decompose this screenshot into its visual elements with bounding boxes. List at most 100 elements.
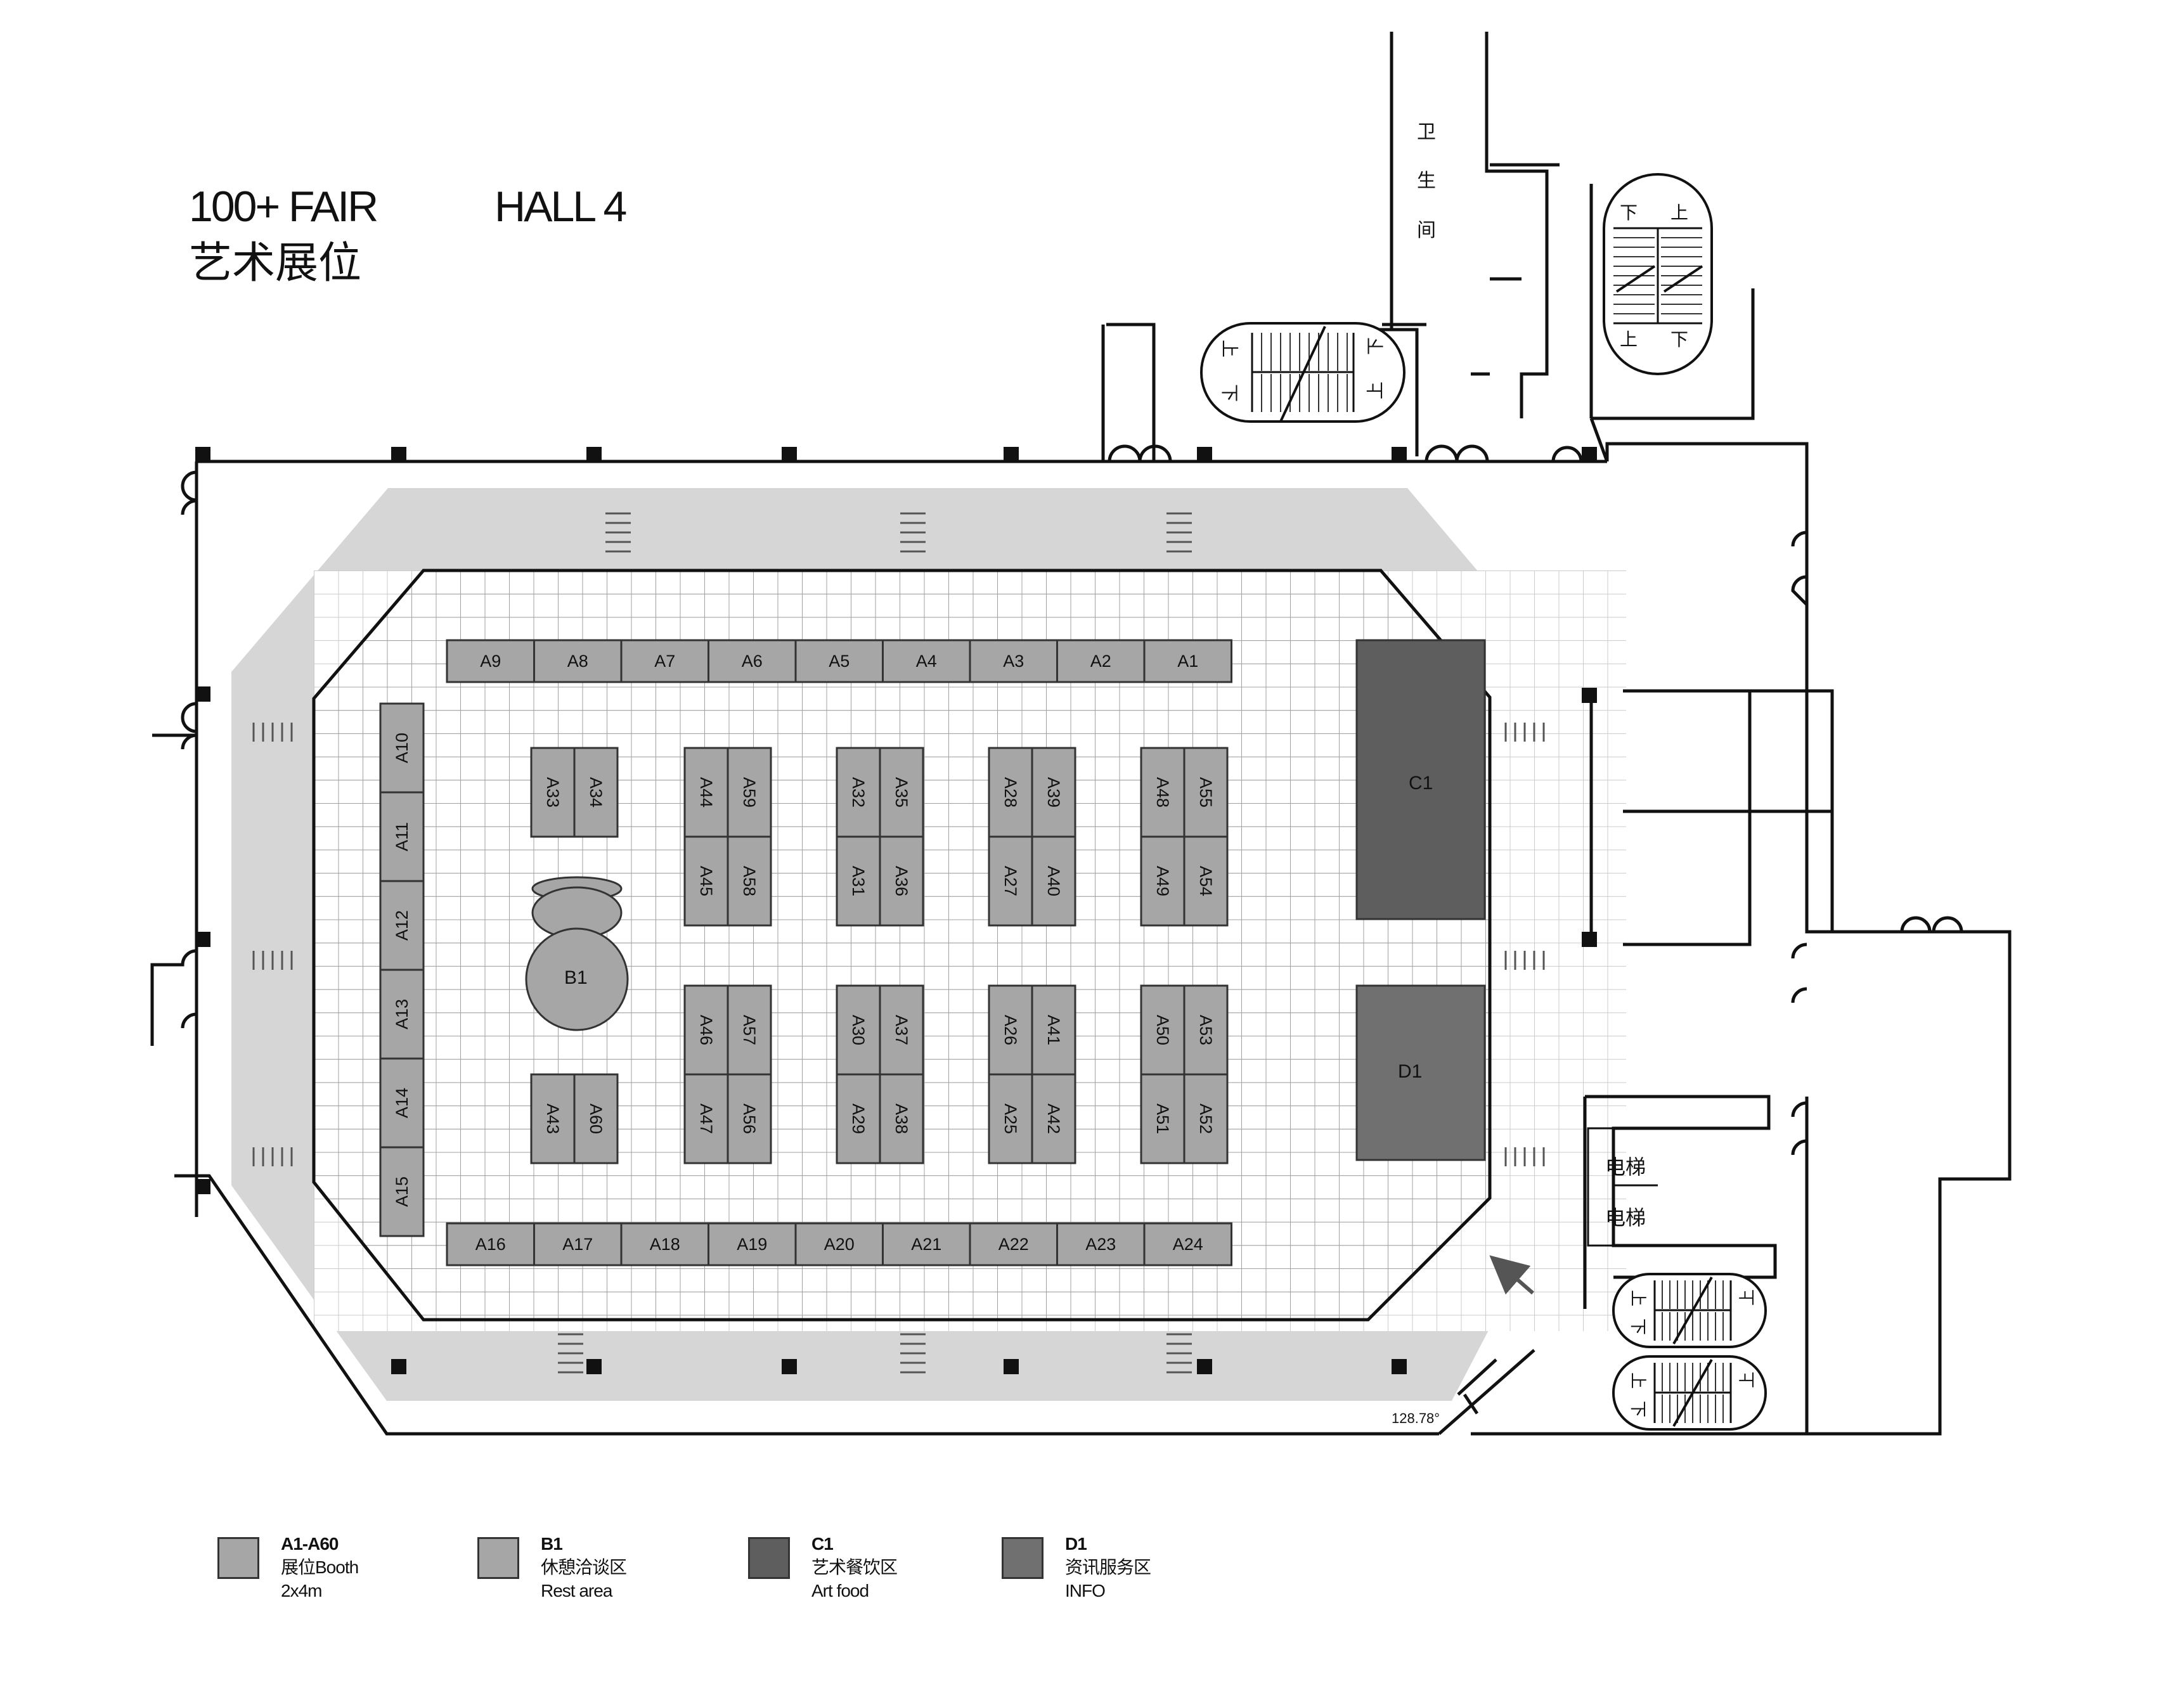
booth-label: A56 xyxy=(740,1104,759,1134)
stair-up-label: 上 xyxy=(1670,203,1688,222)
booth-label: A21 xyxy=(911,1235,941,1254)
booth-a34[interactable]: A34 xyxy=(573,747,619,838)
booth-a55[interactable]: A55 xyxy=(1183,747,1229,838)
booth-label: A2 xyxy=(1090,652,1111,671)
booth-a49[interactable]: A49 xyxy=(1140,835,1186,927)
booth-label: A60 xyxy=(586,1104,605,1134)
booth-a21[interactable]: A21 xyxy=(882,1222,971,1266)
booth-a38[interactable]: A38 xyxy=(879,1073,924,1164)
booth-a41[interactable]: A41 xyxy=(1031,984,1076,1076)
booth-a28[interactable]: A28 xyxy=(988,747,1033,838)
booth-a17[interactable]: A17 xyxy=(533,1222,623,1266)
booth-a31[interactable]: A31 xyxy=(836,835,881,927)
booth-a32[interactable]: A32 xyxy=(836,747,881,838)
booth-label: A6 xyxy=(742,652,763,671)
booth-label: A26 xyxy=(1001,1015,1020,1045)
booth-a24[interactable]: A24 xyxy=(1143,1222,1232,1266)
booth-a7[interactable]: A7 xyxy=(620,639,709,683)
booth-a53[interactable]: A53 xyxy=(1183,984,1229,1076)
booth-a13[interactable]: A13 xyxy=(379,969,425,1060)
booth-a39[interactable]: A39 xyxy=(1031,747,1076,838)
booth-a9[interactable]: A9 xyxy=(446,639,535,683)
booth-a6[interactable]: A6 xyxy=(708,639,797,683)
booth-a35[interactable]: A35 xyxy=(879,747,924,838)
booth-a37[interactable]: A37 xyxy=(879,984,924,1076)
booth-a33[interactable]: A33 xyxy=(530,747,576,838)
legend-swatch-booth xyxy=(217,1537,259,1579)
booth-a27[interactable]: A27 xyxy=(988,835,1033,927)
stair-up-label: 上 xyxy=(1629,1290,1648,1306)
elevator-label-2: 电梯 xyxy=(1605,1206,1646,1230)
hall-title: HALL 4 xyxy=(494,183,627,231)
zone-c1-art-food[interactable]: C1 xyxy=(1355,639,1486,920)
legend-code: C1 xyxy=(811,1534,834,1554)
booth-a25[interactable]: A25 xyxy=(988,1073,1033,1164)
booth-a44[interactable]: A44 xyxy=(683,747,729,838)
legend-text-food: C1 艺术餐饮区 Art food xyxy=(811,1532,898,1602)
booth-a48[interactable]: A48 xyxy=(1140,747,1186,838)
legend-line: INFO xyxy=(1065,1581,1106,1600)
booth-label: A20 xyxy=(824,1235,855,1254)
booth-a57[interactable]: A57 xyxy=(727,984,772,1076)
booth-a14[interactable]: A14 xyxy=(379,1057,425,1149)
booth-label: A29 xyxy=(849,1104,868,1134)
booth-a16[interactable]: A16 xyxy=(446,1222,535,1266)
booth-label: A54 xyxy=(1196,866,1215,896)
booth-a1[interactable]: A1 xyxy=(1143,639,1232,683)
booth-a60[interactable]: A60 xyxy=(573,1073,619,1164)
stair-down-label: 下 xyxy=(1620,203,1638,222)
booth-label: A16 xyxy=(475,1235,506,1254)
booth-a29[interactable]: A29 xyxy=(836,1073,881,1164)
booth-a50[interactable]: A50 xyxy=(1140,984,1186,1076)
booth-a51[interactable]: A51 xyxy=(1140,1073,1186,1164)
booth-a22[interactable]: A22 xyxy=(969,1222,1058,1266)
booth-label: A5 xyxy=(829,652,850,671)
booth-label: A13 xyxy=(392,999,411,1029)
booth-a8[interactable]: A8 xyxy=(533,639,623,683)
booth-a26[interactable]: A26 xyxy=(988,984,1033,1076)
booth-label: A3 xyxy=(1003,652,1024,671)
booth-a20[interactable]: A20 xyxy=(794,1222,884,1266)
booth-a36[interactable]: A36 xyxy=(879,835,924,927)
booth-a23[interactable]: A23 xyxy=(1056,1222,1146,1266)
elevators: 电梯 电梯 xyxy=(1587,1127,1658,1247)
booth-label: A15 xyxy=(392,1176,411,1207)
booth-a58[interactable]: A58 xyxy=(727,835,772,927)
stair-down-label: 下 xyxy=(1220,384,1239,402)
stair-bottom-right-1: 上 下 上 xyxy=(1612,1273,1767,1348)
booth-a15[interactable]: A15 xyxy=(379,1146,425,1237)
fair-title: 100+ FAIR xyxy=(189,183,378,231)
booth-a2[interactable]: A2 xyxy=(1056,639,1146,683)
booth-a56[interactable]: A56 xyxy=(727,1073,772,1164)
booth-a12[interactable]: A12 xyxy=(379,880,425,971)
booth-a4[interactable]: A4 xyxy=(882,639,971,683)
zone-b1-rest-area[interactable]: B1 xyxy=(525,876,629,1031)
booth-a10[interactable]: A10 xyxy=(379,702,425,794)
booth-a54[interactable]: A54 xyxy=(1183,835,1229,927)
booth-label: A24 xyxy=(1173,1235,1203,1254)
booth-a5[interactable]: A5 xyxy=(794,639,884,683)
zone-c1-label: C1 xyxy=(1409,773,1433,794)
zone-d1-info[interactable]: D1 xyxy=(1355,984,1486,1161)
booth-a42[interactable]: A42 xyxy=(1031,1073,1076,1164)
booth-a46[interactable]: A46 xyxy=(683,984,729,1076)
booth-a40[interactable]: A40 xyxy=(1031,835,1076,927)
booth-a52[interactable]: A52 xyxy=(1183,1073,1229,1164)
legend-text-info: D1 资讯服务区 INFO xyxy=(1065,1532,1151,1602)
toilet-label-3: 间 xyxy=(1417,219,1436,242)
legend-swatch-food xyxy=(748,1537,790,1579)
booth-a59[interactable]: A59 xyxy=(727,747,772,838)
booth-a30[interactable]: A30 xyxy=(836,984,881,1076)
legend-swatch-info xyxy=(1002,1537,1044,1579)
booth-label: A48 xyxy=(1153,777,1172,808)
booth-label: A55 xyxy=(1196,777,1215,808)
booth-a47[interactable]: A47 xyxy=(683,1073,729,1164)
booth-a11[interactable]: A11 xyxy=(379,791,425,882)
booth-a3[interactable]: A3 xyxy=(969,639,1058,683)
booth-a19[interactable]: A19 xyxy=(708,1222,797,1266)
booth-a45[interactable]: A45 xyxy=(683,835,729,927)
legend-text-booth: A1-A60 展位Booth 2x4m xyxy=(281,1532,359,1602)
booth-a18[interactable]: A18 xyxy=(620,1222,709,1266)
booth-a43[interactable]: A43 xyxy=(530,1073,576,1164)
